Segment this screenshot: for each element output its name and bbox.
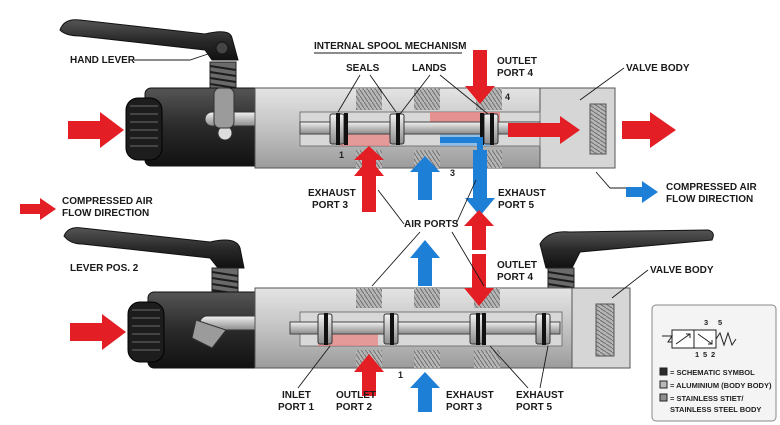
outlet-port-4-bottom-label-line1: OUTLET <box>497 260 537 271</box>
bottom-exhaust3-arrow-icon <box>410 372 440 412</box>
exhaust-port-3-top-label-line1: EXHAUST <box>308 188 356 199</box>
bottom-blue-up-arrow-icon <box>410 240 440 286</box>
bottom-right-lever-icon <box>539 229 714 269</box>
top-exhaust5-arrow-icon <box>465 150 495 216</box>
legend-schematic-number-5: 2 <box>711 350 715 359</box>
legend-swatch-aluminium <box>659 380 668 389</box>
bottom-outlet-port2-arrow-icon <box>354 354 384 396</box>
air-ports-label: AIR PORTS <box>404 219 459 230</box>
bottom-hand-lever-icon <box>63 227 245 269</box>
hand-lever-label: HAND LEVER <box>70 55 136 66</box>
schematic-symbol-icon <box>662 329 737 349</box>
legend-item-1: = SCHEMATIC SYMBOL <box>670 368 755 377</box>
exhaust-port-5-bottom-label-line2: PORT 5 <box>516 402 553 413</box>
compressed-air-left-arrow-icon <box>20 198 56 220</box>
compressed-air-right-label-line1: COMPRESSED AIR <box>666 182 758 193</box>
top-hand-lever-icon <box>59 19 239 61</box>
compressed-air-right-arrow-icon <box>626 181 658 203</box>
top-spool-icon <box>299 113 541 145</box>
top-outlet-right-arrow-icon <box>622 112 676 148</box>
legend-schematic-number-4: 5 <box>703 350 707 359</box>
top-port-number-1: 1 <box>339 150 344 160</box>
outlet-port-4-top-label-line2: PORT 4 <box>497 68 534 79</box>
top-port3-arrow-icon <box>354 146 384 186</box>
exhaust-port-5-bottom-label-line1: EXHAUST <box>516 390 564 401</box>
compressed-air-left-label-line1: COMPRESSED AIR <box>62 196 154 207</box>
legend-swatch-schematic <box>659 367 668 376</box>
legend-schematic-number-2: 5 <box>718 318 722 327</box>
exhaust-port-3-top-label-line2: PORT 3 <box>312 200 349 211</box>
lands-label: LANDS <box>412 63 447 74</box>
compressed-air-left-label-line2: FLOW DIRECTION <box>62 208 149 219</box>
top-internal-arrow-icon <box>508 116 580 144</box>
legend-swatch-stainless <box>659 393 668 402</box>
outlet-port-4-top-label-line1: OUTLET <box>497 56 537 67</box>
outlet-port-2-label-line2: PORT 2 <box>336 402 373 413</box>
lever-pos-2-label: LEVER POS. 2 <box>70 263 139 274</box>
valve-body-top-label: VALVE BODY <box>626 63 690 74</box>
top-port-number-4: 4 <box>505 92 510 102</box>
labels: HAND LEVER INTERNAL SPOOL MECHANISM SEAL… <box>62 41 758 413</box>
bottom-red-up-arrow-icon <box>464 210 494 250</box>
bottom-port-number-1: 1 <box>398 370 403 380</box>
inlet-port-1-label-line1: INLET <box>282 390 311 401</box>
seals-label: SEALS <box>346 63 380 74</box>
top-exhaust3-arrow-icon <box>410 156 440 200</box>
top-valve: 1 3 4 <box>59 19 676 216</box>
valve-body-bottom-label: VALVE BODY <box>650 265 714 276</box>
legend-item-3-line1: = STAINLESS STIET/ <box>670 394 744 403</box>
top-port-number-3: 3 <box>450 168 455 178</box>
bottom-outlet-port4-arrow-icon <box>464 254 494 306</box>
legend-box: 3 5 1 5 2 = SCHEMATIC SYMBOL = ALUMINIUM… <box>651 304 777 422</box>
top-inlet-arrow-icon <box>68 112 124 148</box>
outlet-port-2-label-line1: OUTLET <box>336 390 376 401</box>
exhaust-port-3-bottom-label-line1: EXHAUST <box>446 390 494 401</box>
legend-schematic-number-1: 3 <box>704 318 708 327</box>
exhaust-port-5-top-label-line1: EXHAUST <box>498 188 546 199</box>
bottom-spool-icon <box>289 313 561 345</box>
legend-item-2: = ALUMINIUM (BODY BODY) <box>670 381 772 390</box>
legend-item-3-line2: STAINLESS STEEL BODY <box>670 405 761 414</box>
legend-schematic-number-3: 1 <box>695 350 699 359</box>
bottom-inlet-arrow-icon <box>70 314 126 350</box>
exhaust-port-3-bottom-label-line2: PORT 3 <box>446 402 483 413</box>
outlet-port-4-bottom-label-line2: PORT 4 <box>497 272 534 283</box>
bottom-valve: 1 <box>63 210 714 412</box>
compressed-air-right-label-line2: FLOW DIRECTION <box>666 194 753 205</box>
exhaust-port-5-top-label-line2: PORT 5 <box>498 200 535 211</box>
top-outlet-port4-arrow-icon <box>465 50 495 104</box>
internal-spool-mechanism-label: INTERNAL SPOOL MECHANISM <box>314 41 466 52</box>
inlet-port-1-label-line2: PORT 1 <box>278 402 315 413</box>
